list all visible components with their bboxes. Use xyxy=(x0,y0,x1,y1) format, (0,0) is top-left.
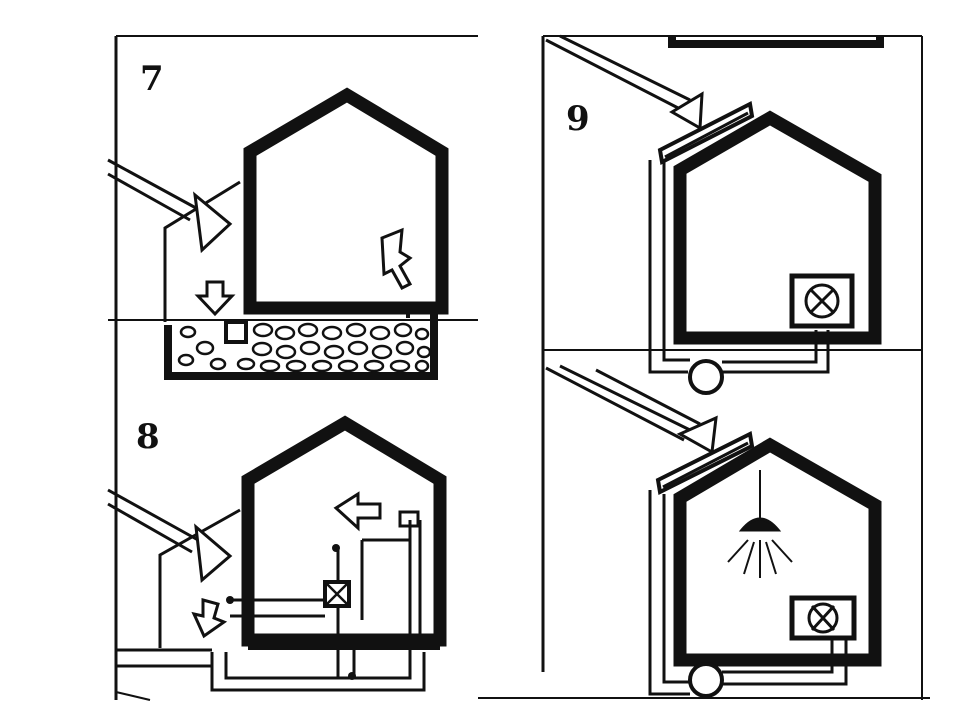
house-outline xyxy=(241,415,447,647)
storage-tank-icon xyxy=(688,662,724,698)
sunspace-outline xyxy=(163,180,241,322)
house-outline xyxy=(673,110,882,345)
panel-number-7: 7 xyxy=(140,59,164,99)
sun-arrow-icon xyxy=(676,415,718,455)
collector-duct xyxy=(648,490,690,696)
down-arrow-icon xyxy=(194,280,236,317)
sun-ray-line xyxy=(107,158,197,210)
sun-arrow-icon xyxy=(194,523,233,583)
house-outline xyxy=(243,87,449,315)
warm-air-arrow-icon xyxy=(333,491,382,532)
house-outline xyxy=(673,437,882,667)
floor-slab xyxy=(248,640,440,650)
heat-exchanger-box xyxy=(789,595,857,641)
panel-7 xyxy=(107,87,449,380)
rock-bed-stones xyxy=(177,322,432,373)
panel-8 xyxy=(107,415,447,692)
panel-10 xyxy=(545,364,882,698)
panel-number-9: 9 xyxy=(566,99,590,139)
duct-lines xyxy=(210,510,426,692)
up-arrow-icon xyxy=(380,227,413,290)
heat-exchanger-box xyxy=(789,273,855,329)
collector-duct xyxy=(648,160,690,374)
sun-arrow-icon xyxy=(193,191,233,254)
rock-bed-container xyxy=(164,312,438,380)
panel-number-8: 8 xyxy=(136,417,160,457)
panel-9 xyxy=(545,34,884,395)
lamp-icon xyxy=(727,470,793,578)
sun-arrow-icon xyxy=(669,91,704,131)
sunspace-outline xyxy=(158,508,241,648)
frame-lines xyxy=(108,35,930,701)
rock-bed-inlet xyxy=(224,320,248,344)
down-arrow-icon xyxy=(191,598,228,639)
storage-tank-icon xyxy=(688,359,724,395)
